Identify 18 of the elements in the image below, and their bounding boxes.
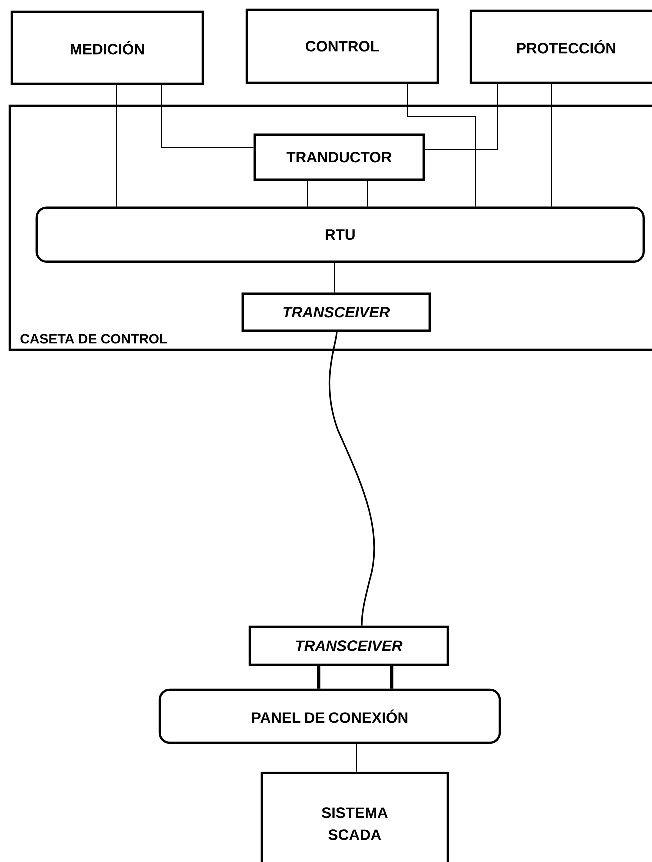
measurement-box: MEDICIÓN <box>10 10 204 86</box>
connector-line <box>424 84 498 150</box>
scada-box: SISTEMA SCADA <box>260 772 450 862</box>
connector-line <box>162 84 254 148</box>
wavy-link-line <box>328 332 376 626</box>
patch-panel-bar: PANEL DE CONEXIÓN <box>158 688 502 744</box>
connector-line <box>408 84 476 208</box>
transducer-box: TRANDUCTOR <box>254 134 425 181</box>
transceiver-box: TRANSCEIVER <box>242 292 431 332</box>
connector-line <box>334 262 336 294</box>
connector-line <box>356 744 358 772</box>
rtu-bar: RTU <box>36 206 645 263</box>
transceiver-box: TRANSCEIVER <box>248 626 450 666</box>
protection-box: PROTECCIÓN <box>470 10 652 84</box>
connector-line <box>116 84 118 208</box>
connector-line <box>317 666 321 689</box>
connector-line <box>390 666 394 689</box>
control-box: CONTROL <box>246 8 440 84</box>
